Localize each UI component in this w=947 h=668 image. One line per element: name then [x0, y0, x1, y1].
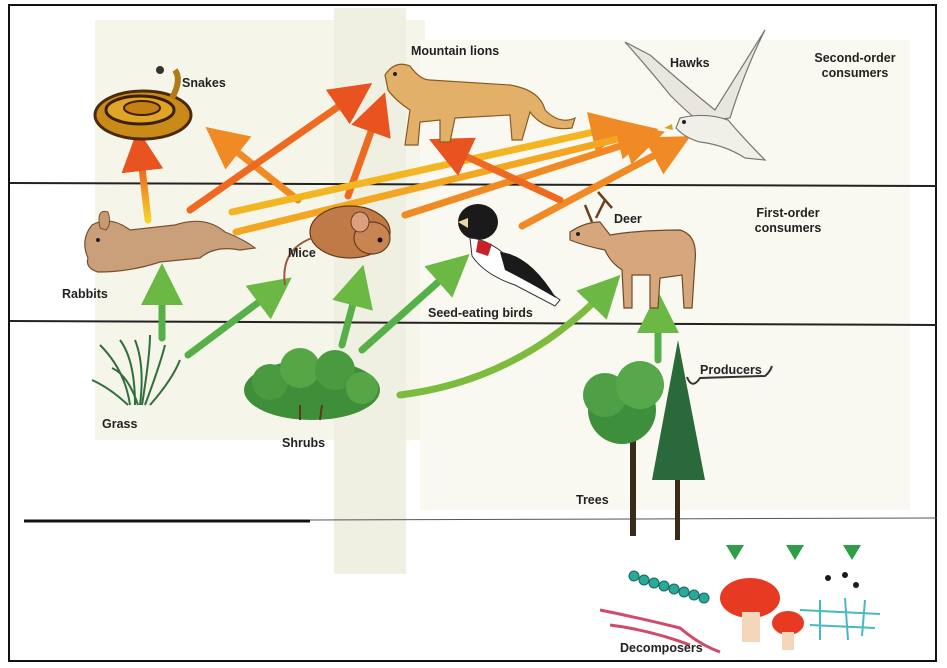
arrowhead-producers [726, 545, 744, 560]
label-first-order-consumers: First-order consumers [738, 206, 838, 236]
label-snakes: Snakes [182, 76, 226, 91]
label-mountain-lions: Mountain lions [411, 44, 499, 59]
label-hawks: Hawks [670, 56, 710, 71]
label-first-order-line2: consumers [738, 221, 838, 236]
label-trees: Trees [576, 493, 609, 508]
label-grass: Grass [102, 417, 137, 432]
label-rabbits: Rabbits [62, 287, 108, 302]
label-producers: Producers [700, 363, 762, 378]
label-deer: Deer [614, 212, 642, 227]
label-second-order-line1: Second-order [800, 51, 910, 66]
label-decomposers: Decomposers [620, 641, 703, 656]
arrowhead-first-order [786, 545, 804, 560]
label-second-order-consumers: Second-order consumers [800, 51, 910, 81]
arrowhead-second-order [843, 545, 861, 560]
label-shrubs: Shrubs [282, 436, 325, 451]
label-seed-eating-birds: Seed-eating birds [428, 306, 533, 321]
decomposer-icon [600, 571, 880, 652]
label-second-order-line2: consumers [800, 66, 910, 81]
label-first-order-line1: First-order [738, 206, 838, 221]
label-mice: Mice [288, 246, 316, 261]
